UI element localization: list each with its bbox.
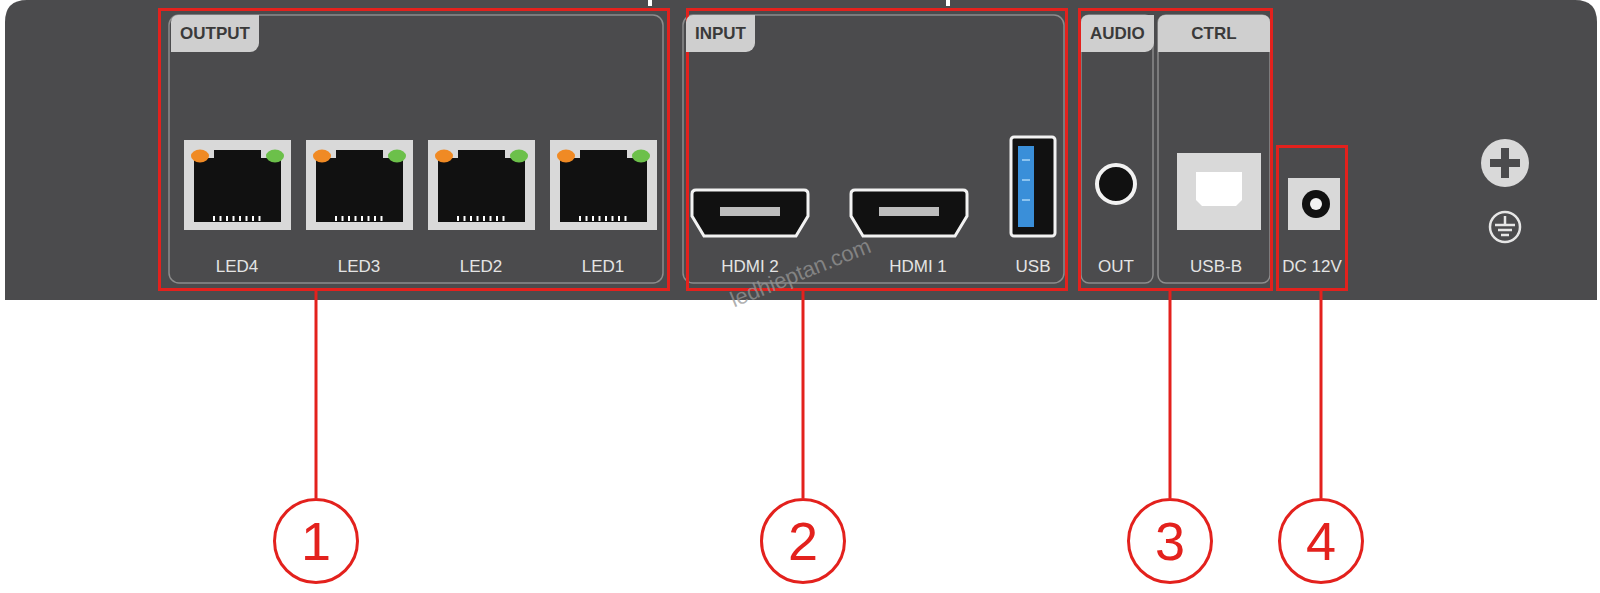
port-label: USB-B <box>1190 257 1242 277</box>
leader-line <box>802 291 805 498</box>
leader-line <box>1169 291 1172 498</box>
port-label: LED2 <box>460 257 503 277</box>
panel-mark <box>648 0 652 6</box>
usb-b-port <box>1177 153 1261 230</box>
callout-circle: 3 <box>1127 498 1213 584</box>
port-label: LED1 <box>582 257 625 277</box>
dc-jack <box>1288 178 1340 230</box>
section-tab-label: OUTPUT <box>171 15 259 52</box>
panel-mark <box>946 0 950 6</box>
rj45-ports <box>184 140 657 230</box>
usb-a-port <box>1011 137 1055 236</box>
section-tab-label: INPUT <box>686 15 755 52</box>
port-label: OUT <box>1098 257 1134 277</box>
ground-symbol <box>1490 212 1520 242</box>
callout-number: 3 <box>1155 511 1185 571</box>
panel-housing <box>5 0 1597 300</box>
callout-circle: 1 <box>273 498 359 584</box>
leader-line <box>1320 291 1323 498</box>
callout-circle: 4 <box>1278 498 1364 584</box>
port-group-box: INPUTHDMI 2HDMI 1USB <box>686 8 1068 291</box>
section-tab-label: CTRL <box>1158 15 1270 52</box>
port-label: LED4 <box>216 257 259 277</box>
port-label: DC 12V <box>1282 257 1342 277</box>
callout-number: 1 <box>301 511 331 571</box>
audio-jack <box>1097 165 1135 203</box>
leader-line <box>315 291 318 498</box>
port-group-box: AUDIO OUT CTRL USB-B <box>1078 8 1273 291</box>
callout-circle: 2 <box>760 498 846 584</box>
port-label: USB <box>1016 257 1051 277</box>
port-group-box: DC 12V <box>1276 145 1348 291</box>
rj45-pins <box>214 216 626 221</box>
callout-number: 4 <box>1306 511 1336 571</box>
section-outlines <box>169 15 1270 283</box>
port-label: LED3 <box>338 257 381 277</box>
port-label: HDMI 1 <box>889 257 947 277</box>
hdmi-ports <box>692 190 967 236</box>
ground-screw <box>1481 139 1529 187</box>
section-tab-label: AUDIO <box>1081 15 1154 52</box>
callout-number: 2 <box>788 511 818 571</box>
port-group-box: OUTPUT LED4 LED3 LED2 LED1 <box>158 8 670 291</box>
